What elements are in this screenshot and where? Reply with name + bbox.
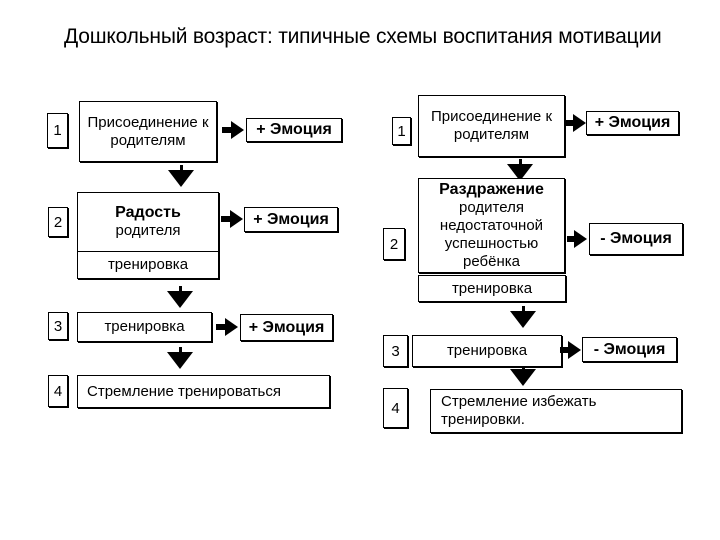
slide-title: Дошкольный возраст: типичные схемы воспи… xyxy=(64,25,662,48)
right-step1-number: 1 xyxy=(392,117,411,145)
arrow-stem xyxy=(216,324,227,330)
right-step2-label: Раздражение родителя недостаточной успеш… xyxy=(421,181,562,271)
right-step4-box: Стремление избежать тренировки. xyxy=(430,389,682,433)
arrow-head xyxy=(225,318,238,336)
right-step2-emotion-label: - Эмоция xyxy=(600,230,672,247)
right-step3-emotion-label: - Эмоция xyxy=(593,340,666,358)
left-step2-box: Радость родителя тренировка xyxy=(77,192,219,279)
arrow-head xyxy=(568,341,581,359)
right-step2-rest: родителя недостаточной успешностью ребён… xyxy=(439,198,544,270)
left-step1-number: 1 xyxy=(47,113,68,148)
arrow-head xyxy=(573,114,586,132)
right-step3-box: тренировка xyxy=(412,335,562,367)
left-step4-number: 4 xyxy=(48,375,68,407)
left-step1-box: Присоединение к родителям xyxy=(79,101,217,162)
down-arrow-icon xyxy=(167,286,193,308)
arrow-stem xyxy=(518,159,522,164)
arrow-stem xyxy=(521,306,525,311)
left-step2-emotion-box: + Эмоция xyxy=(244,207,338,232)
left-step2-main-cell: Радость родителя xyxy=(78,193,218,251)
arrow-stem xyxy=(179,165,183,170)
right-arrow-icon xyxy=(221,210,243,228)
right-step1-box: Присоединение к родителям xyxy=(418,95,565,157)
left-step3-box: тренировка xyxy=(77,312,212,342)
right-step1-emotion-box: + Эмоция xyxy=(586,111,679,135)
left-step2-training-cell: тренировка xyxy=(78,251,218,278)
right-step4-label: Стремление избежать тренировки. xyxy=(441,393,597,428)
down-arrow-icon xyxy=(510,367,536,386)
left-step1-emotion-label: + Эмоция xyxy=(256,121,332,138)
down-arrow-icon xyxy=(510,306,536,328)
arrow-head xyxy=(167,291,193,308)
arrow-stem xyxy=(178,347,182,352)
left-step4-label: Стремление тренироваться xyxy=(87,382,281,400)
arrow-head xyxy=(510,369,536,386)
left-step1-emotion-box: + Эмоция xyxy=(246,118,342,142)
left-step2-emphasis: Радость xyxy=(115,204,181,221)
left-step2-rest: родителя xyxy=(115,222,181,239)
arrow-stem xyxy=(521,367,525,369)
arrow-stem xyxy=(222,127,233,133)
right-step2-training-box: тренировка xyxy=(418,275,566,302)
arrow-head xyxy=(167,352,193,369)
arrow-head xyxy=(230,210,243,228)
arrow-stem xyxy=(221,216,232,222)
right-arrow-icon xyxy=(566,114,586,132)
arrow-stem xyxy=(567,236,576,242)
right-step1-label: Присоединение к родителям xyxy=(430,108,553,143)
left-step3-number: 3 xyxy=(48,312,68,340)
arrow-stem xyxy=(178,286,182,291)
left-step3-emotion-label: + Эмоция xyxy=(248,318,325,336)
right-step2-training-label: тренировка xyxy=(451,279,533,297)
left-step2-emotion-label: + Эмоция xyxy=(253,210,329,228)
right-step3-emotion-box: - Эмоция xyxy=(582,337,677,362)
left-step3-label: тренировка xyxy=(104,318,185,335)
down-arrow-icon xyxy=(507,159,533,181)
right-arrow-icon xyxy=(216,318,238,336)
arrow-stem xyxy=(566,120,575,126)
arrow-head xyxy=(510,311,536,328)
arrow-head xyxy=(231,121,244,139)
right-arrow-icon xyxy=(567,230,587,248)
right-step2-number: 2 xyxy=(383,228,405,260)
right-step3-number: 3 xyxy=(383,335,408,367)
arrow-head xyxy=(574,230,587,248)
right-arrow-icon xyxy=(560,341,581,359)
arrow-head xyxy=(507,164,533,181)
left-step3-emotion-box: + Эмоция xyxy=(240,314,333,341)
left-step1-label: Присоединение к родителям xyxy=(87,113,209,149)
left-step2-label: Радость родителя xyxy=(115,204,181,240)
left-step2-number: 2 xyxy=(48,207,68,237)
arrow-stem xyxy=(560,347,570,353)
right-step2-emphasis: Раздражение xyxy=(439,180,544,198)
down-arrow-icon xyxy=(167,347,193,369)
right-step4-number: 4 xyxy=(383,388,408,428)
right-step1-emotion-label: + Эмоция xyxy=(594,114,671,131)
right-step2-box: Раздражение родителя недостаточной успеш… xyxy=(418,178,565,273)
left-step4-box: Стремление тренироваться xyxy=(77,375,330,408)
down-arrow-icon xyxy=(168,165,194,187)
right-step3-label: тренировка xyxy=(446,342,528,359)
right-step2-emotion-box: - Эмоция xyxy=(589,223,683,255)
arrow-head xyxy=(168,170,194,187)
right-arrow-icon xyxy=(222,121,244,139)
left-step2-training-label: тренировка xyxy=(107,256,189,273)
